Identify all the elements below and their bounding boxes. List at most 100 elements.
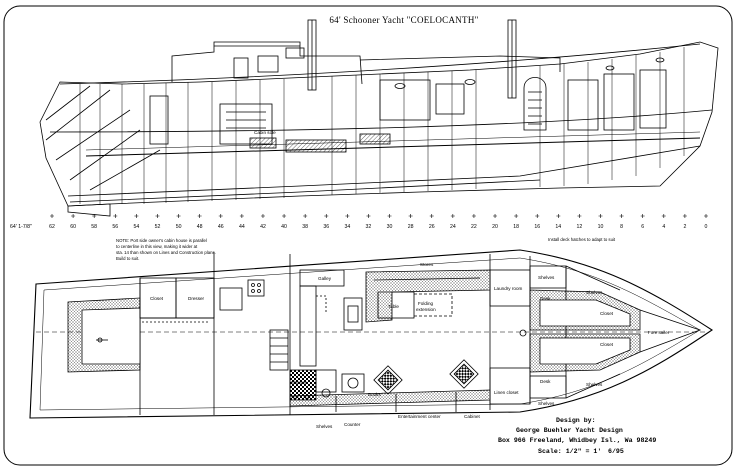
label-books: Books: [368, 392, 381, 397]
station-tick: [408, 214, 413, 218]
station-label: 18: [513, 224, 519, 230]
label-shelves-bot-2: Shelves: [538, 401, 555, 406]
label-closet-fwd-2: Closet: [600, 342, 614, 347]
title-block-address: Box 966 Freeland, Whidbey Isl., Wa 98249: [498, 437, 656, 444]
drawing-title: 64' Schooner Yacht "COELOCANTH": [329, 15, 478, 25]
station-label: 46: [218, 224, 224, 230]
station-label: 4: [662, 224, 665, 230]
station-label: 20: [492, 224, 498, 230]
label-counter: Counter: [344, 422, 361, 427]
plan-view: [29, 249, 713, 419]
station-tick: [514, 214, 519, 218]
station-label: 24: [450, 224, 456, 230]
station-tick: [429, 214, 434, 218]
station-tick: [218, 214, 223, 218]
station-label: 10: [598, 224, 604, 230]
station-tick: [493, 214, 498, 218]
label-table: Table: [388, 304, 399, 309]
station-label: 14: [555, 224, 561, 230]
title-block-designer: George Buehler Yacht Design: [516, 427, 623, 434]
station-tick: [704, 214, 708, 218]
station-label: 32: [366, 224, 372, 230]
station-label: 38: [302, 224, 308, 230]
hatch-note: Install deck hatches to adapt to suit: [548, 237, 616, 242]
station-tick: [71, 214, 76, 218]
station-label: 12: [577, 224, 583, 230]
station-tick: [303, 214, 308, 218]
station-label: 52: [155, 224, 161, 230]
station-tick: [50, 214, 54, 218]
station-tick: [471, 214, 476, 218]
station-label: 26: [429, 224, 435, 230]
profile-cabin-sole-label: Cabin sole: [254, 130, 276, 135]
label-shelves-bot-1: Shelves: [586, 382, 603, 387]
station-tick: [450, 214, 455, 218]
station-tick: [682, 214, 687, 218]
station-label: 30: [387, 224, 393, 230]
label-foresail: Fore'sailer: [648, 330, 670, 335]
label-shelves-port: Shelves: [316, 424, 333, 429]
station-label: 60: [70, 224, 76, 230]
station-tick: [556, 214, 561, 218]
label-laundry: Laundry room: [494, 286, 523, 291]
station-tick: [134, 214, 139, 218]
station-label: 2: [683, 224, 686, 230]
station-tick: [661, 214, 666, 218]
station-label: 58: [91, 224, 97, 230]
station-tick: [113, 214, 118, 218]
label-entertainment: Entertainment center: [398, 414, 441, 419]
label-stores: Stores: [420, 262, 434, 267]
station-tick: [92, 214, 97, 218]
station-tick: [387, 214, 392, 218]
station-tick: [366, 214, 371, 218]
station-tick: [155, 214, 160, 218]
station-tickmarks: [50, 214, 708, 218]
note-line-3: sta. 14 than shown on Lines and Construc…: [116, 250, 216, 255]
label-closet-aft: Closet: [150, 296, 164, 301]
profile-view: [39, 19, 719, 217]
label-folding-extension-2: extension: [416, 307, 436, 312]
room-labels: Closet Dresser Stores Galley Table Foldi…: [150, 262, 670, 429]
station-label: 48: [197, 224, 203, 230]
label-linen: Linen closet: [494, 390, 519, 395]
label-shelves-top-2: Shelves: [586, 290, 603, 295]
station-tick: [345, 214, 350, 218]
label-galley: Galley: [318, 276, 332, 281]
title-block-scale: Scale: 1/2" = 1': [538, 448, 601, 455]
title-block-design-by: Design by:: [556, 417, 596, 424]
note-line-2: to centerline in this view, making it wi…: [116, 244, 198, 249]
station-tick: [176, 214, 181, 218]
station-label: 6: [641, 224, 644, 230]
label-folding-extension-1: Folding: [418, 301, 434, 306]
label-shower: Shower: [291, 380, 307, 385]
station-label: 56: [112, 224, 118, 230]
station-tick: [577, 214, 582, 218]
construction-note: NOTE: Port side owner's cabin house is p…: [116, 238, 216, 261]
label-closet-fwd-1: Closet: [600, 311, 614, 316]
station-tick: [619, 214, 624, 218]
station-label: 42: [260, 224, 266, 230]
title-block-date: 6/95: [608, 448, 624, 455]
title-block: Design by: George Buehler Yacht Design B…: [498, 417, 656, 455]
station-tick: [282, 214, 287, 218]
station-label: 44: [239, 224, 245, 230]
label-shelves-top-1: Shelves: [538, 275, 555, 280]
station-label: 16: [534, 224, 540, 230]
station-label: 8: [620, 224, 623, 230]
label-cabinet: Cabinet: [464, 414, 481, 419]
station-tick: [640, 214, 645, 218]
note-line-4: Build to suit.: [116, 256, 139, 261]
label-desk-top: Desk: [540, 296, 551, 301]
station-label: 62: [49, 224, 55, 230]
station-label: 0: [705, 224, 708, 230]
station-label: 22: [471, 224, 477, 230]
station-label: 40: [281, 224, 287, 230]
station-tick: [260, 214, 265, 218]
label-dresser: Dresser: [188, 296, 205, 301]
station-label: 50: [176, 224, 182, 230]
station-label: 34: [344, 224, 350, 230]
